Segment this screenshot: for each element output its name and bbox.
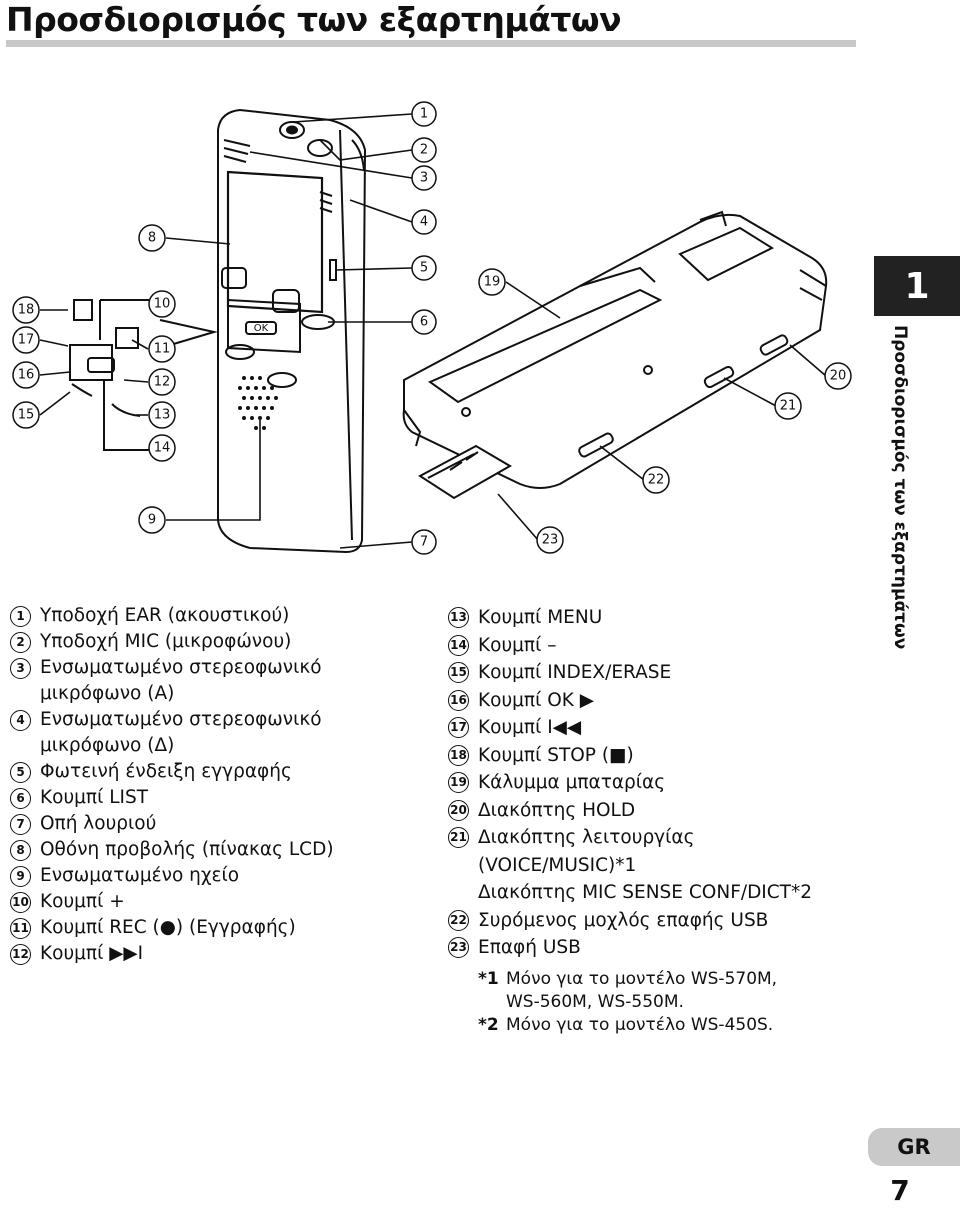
title-underline [6,40,856,47]
callout-19: 19 [484,275,501,290]
speaker-grill [238,376,278,430]
legend-number: 2 [10,632,31,653]
callout-10: 10 [154,297,171,312]
legend-number: 16 [448,689,469,711]
legend-number: 4 [10,710,31,731]
button-detail-inset [69,299,150,451]
footnote-continued: WS-560M, WS-550M. [506,992,684,1012]
callout-9: 9 [148,513,156,528]
callout-21: 21 [780,399,797,414]
legend-item-continued: μικρόφωνο (Δ) [40,735,175,756]
callout-14: 14 [154,441,171,456]
callout-17: 17 [18,333,35,348]
legend-number: 5 [10,762,31,783]
callout-23: 23 [542,533,559,548]
callout-3: 3 [420,171,428,186]
legend-number: 3 [10,658,31,679]
legend-number: 21 [448,827,469,848]
language-badge: GR [868,1128,960,1166]
callout-6: 6 [420,315,428,330]
page-number: 7 [890,1174,910,1207]
callout-16: 16 [18,368,35,383]
footnote-mark: *1 [478,969,499,989]
legend-number: 11 [10,918,31,939]
device-illustration: OK [12,101,852,555]
callout-11: 11 [154,342,171,357]
callout-12: 12 [154,375,171,390]
legend-number: 18 [448,744,469,766]
footnote-mark: *2 [478,1015,499,1035]
legend-number: 22 [448,909,469,931]
callout-15: 15 [18,408,35,423]
callout-7: 7 [420,535,428,550]
legend-number: 1 [10,606,31,627]
legend-number: 8 [10,840,31,861]
callouts [12,101,852,555]
legend-item-continued: (VOICE/MUSIC)*1 [478,854,637,876]
callout-13: 13 [154,408,171,423]
callout-4: 4 [420,215,428,230]
legend-number: 7 [10,814,31,835]
legend-number: 13 [448,607,469,628]
callout-18: 18 [18,303,35,318]
legend-number: 12 [10,944,31,965]
legend-number: 15 [448,662,469,683]
callout-leaders [39,113,827,549]
legend-number: 23 [448,937,469,958]
callout-20: 20 [830,369,847,384]
legend-number: 6 [10,788,31,809]
legend-item-continued: μικρόφωνο (A) [40,683,175,704]
page-title: Προσδιορισμός των εξαρτημάτων [6,0,622,39]
chapter-tab: 1 [874,256,960,316]
recorder-front-view: OK [217,108,367,554]
legend-number: 9 [10,866,31,887]
legend-number: 10 [10,892,31,913]
callout-22: 22 [648,473,665,488]
callout-1: 1 [420,107,428,122]
chapter-side-label: Προσδιορισμός των εξαρτημάτων [890,325,910,650]
callout-2: 2 [420,143,428,158]
legend-item-continued: Διακόπτης MIC SENSE CONF/DICT*2 [478,882,813,903]
legend-number: 14 [448,634,469,656]
legend-number: 17 [448,717,469,738]
callout-8: 8 [148,231,156,246]
callout-5: 5 [420,261,428,276]
legend-number: 20 [448,799,469,821]
legend-number: 19 [448,772,469,793]
ok-button-label: OK [254,323,269,334]
recorder-back-view [402,210,828,500]
